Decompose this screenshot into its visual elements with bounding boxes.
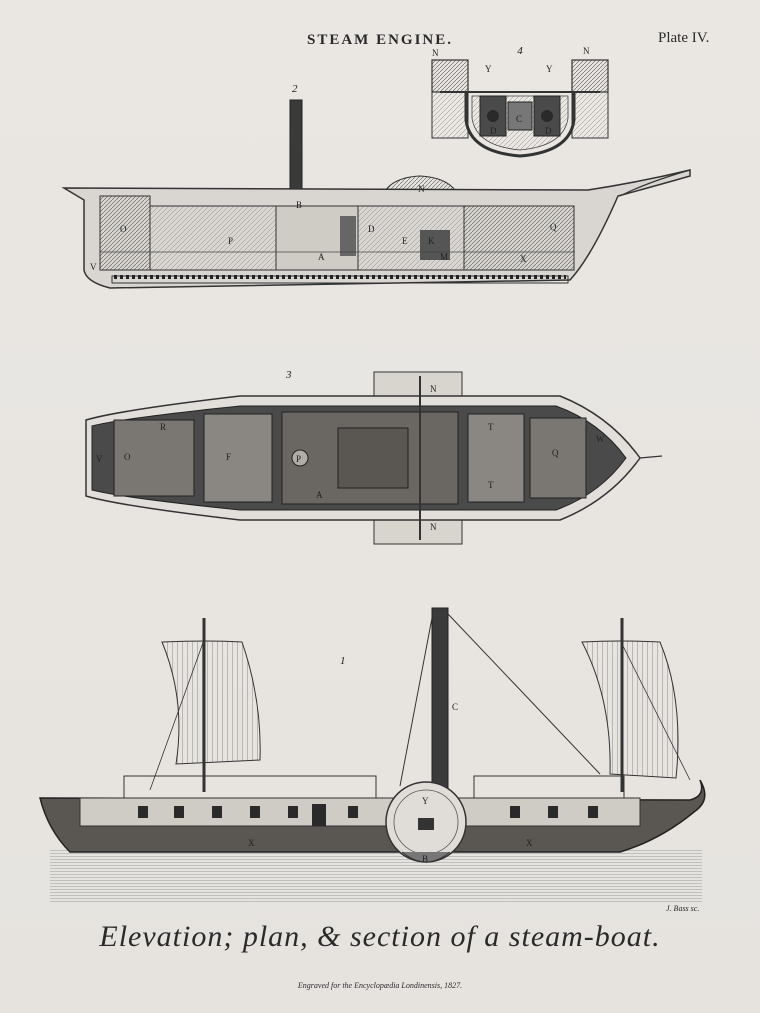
figure-2-number: 2 bbox=[292, 83, 298, 95]
section-label-q: Q bbox=[550, 222, 557, 232]
elevation-label-c: C bbox=[452, 702, 458, 712]
plate-title: STEAM ENGINE. bbox=[306, 32, 454, 48]
label-y-right: Y bbox=[546, 64, 553, 74]
plan-label-n-top: N bbox=[430, 384, 437, 394]
label-y-left: Y bbox=[485, 64, 492, 74]
publisher-imprint: Engraved for the Encyclopædia Londinensi… bbox=[297, 981, 463, 990]
figure-1-elevation: 1 bbox=[39, 607, 706, 902]
plan-label-v: V bbox=[96, 454, 103, 464]
elevation-label-b: B bbox=[422, 854, 428, 864]
plan-label-a: A bbox=[316, 490, 323, 500]
section-label-a: A bbox=[318, 252, 325, 262]
elevation-label-x-right: X bbox=[526, 838, 533, 848]
plate-caption: Elevation; plan, & section of a steam-bo… bbox=[99, 920, 661, 953]
section-label-v: V bbox=[90, 262, 97, 272]
plan-label-q: Q bbox=[552, 448, 559, 458]
section-label-n: N bbox=[418, 184, 425, 194]
section-label-m: M bbox=[440, 252, 448, 262]
label-n-right: N bbox=[583, 46, 590, 56]
plate-number: Plate IV. bbox=[658, 30, 710, 46]
figure-3-number: 3 bbox=[285, 369, 292, 381]
section-label-d: D bbox=[368, 224, 375, 234]
figure-2-longitudinal-section: 2 V O P A B D E bbox=[61, 83, 691, 289]
section-label-x: X bbox=[520, 254, 527, 264]
section-label-e: E bbox=[402, 236, 408, 246]
figure-3-deck-plan: 3 V O R F P A N N T T bbox=[85, 369, 663, 545]
label-n-left: N bbox=[432, 48, 439, 58]
section-label-k: K bbox=[428, 236, 435, 246]
plan-label-w: W bbox=[596, 434, 605, 444]
label-d-left: D bbox=[490, 126, 497, 136]
elevation-label-x-left: X bbox=[248, 838, 255, 848]
figure-1-number: 1 bbox=[340, 655, 346, 667]
plan-label-p: P bbox=[296, 454, 301, 464]
section-label-o: O bbox=[120, 224, 127, 234]
plan-label-n-bottom: N bbox=[430, 522, 437, 532]
plan-label-t-bottom: T bbox=[488, 480, 494, 490]
engraver-signature: J. Bass sc. bbox=[666, 904, 700, 913]
plan-label-o: O bbox=[124, 452, 131, 462]
section-label-p: P bbox=[228, 236, 233, 246]
plan-label-f: F bbox=[226, 452, 231, 462]
plan-label-r: R bbox=[160, 422, 166, 432]
figure-4-number: 4 bbox=[517, 45, 523, 57]
label-d-right: D bbox=[545, 126, 552, 136]
figure-4-paddle-section: 4 N Y Y N C D D bbox=[431, 45, 609, 158]
plan-label-t-top: T bbox=[488, 422, 494, 432]
elevation-label-y: Y bbox=[422, 796, 429, 806]
label-c-paddle: C bbox=[516, 114, 522, 124]
section-label-b: B bbox=[296, 200, 302, 210]
